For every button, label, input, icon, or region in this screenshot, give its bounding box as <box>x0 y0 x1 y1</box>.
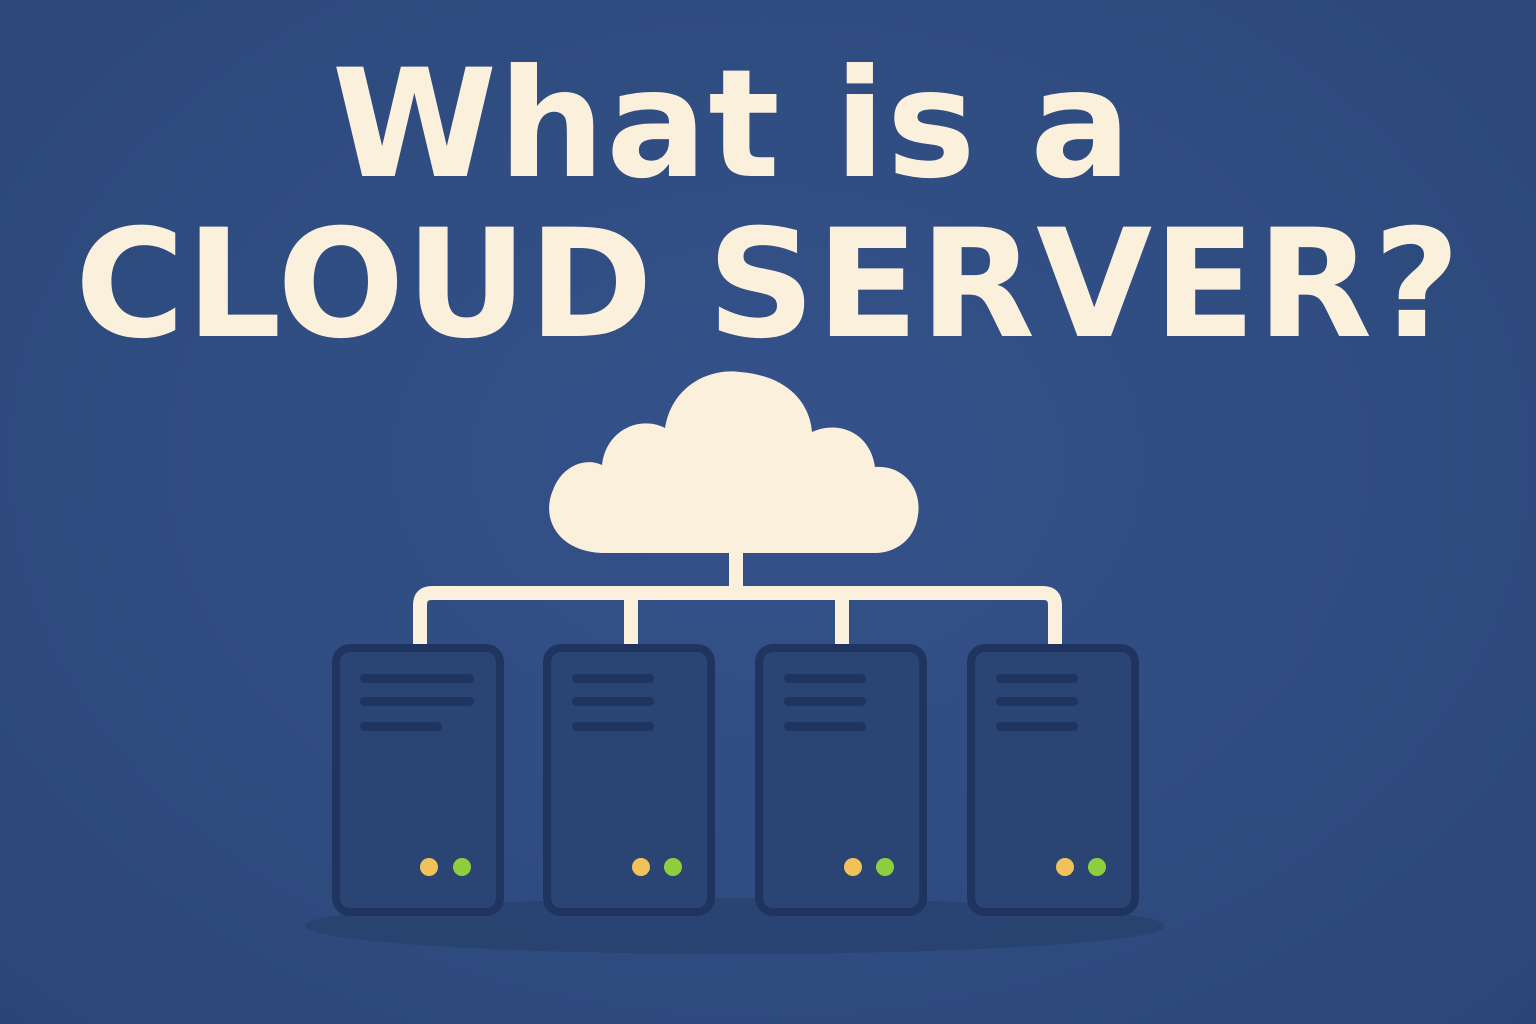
status-led-amber <box>632 858 650 876</box>
status-led-amber <box>1056 858 1074 876</box>
status-led-green <box>1088 858 1106 876</box>
title-line-2: CLOUD SERVER? <box>74 198 1462 372</box>
server-icon <box>543 644 715 916</box>
status-led-amber <box>844 858 862 876</box>
network-connections <box>413 548 1062 644</box>
server-rack <box>332 644 1139 916</box>
status-led-green <box>664 858 682 876</box>
bus-line <box>413 586 1062 644</box>
status-led-green <box>876 858 894 876</box>
status-led-amber <box>420 858 438 876</box>
server-icon <box>755 644 927 916</box>
cloud-icon <box>549 371 919 553</box>
server-icon <box>332 644 504 916</box>
status-led-green <box>453 858 471 876</box>
server-icon <box>967 644 1139 916</box>
title-line-1: What is a <box>331 38 1133 212</box>
floor-shadow <box>305 898 1165 954</box>
